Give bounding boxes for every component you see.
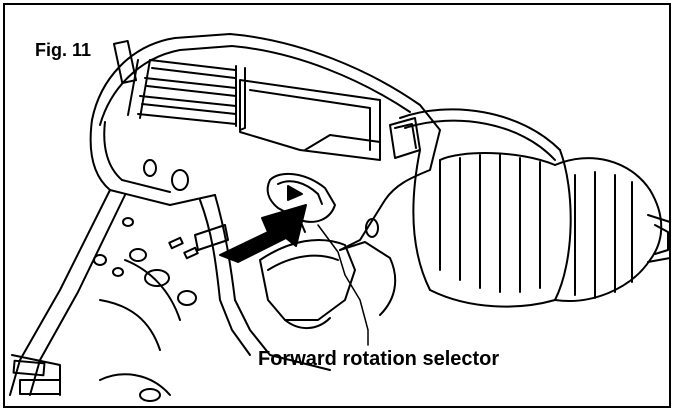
rotation-selector-switch: [266, 172, 336, 233]
clutch-ring: [389, 108, 572, 308]
callout-leader: [317, 224, 369, 346]
callout-label: Forward rotation selector: [258, 348, 500, 370]
vent-slots: [112, 39, 246, 131]
figure-label: Fig. 11: [33, 40, 96, 62]
side-window: [239, 79, 381, 161]
motor-housing: [89, 33, 441, 251]
chuck: [554, 157, 671, 302]
trigger: [259, 239, 356, 329]
push-arrow: [219, 204, 307, 263]
battery-base: [11, 217, 397, 402]
